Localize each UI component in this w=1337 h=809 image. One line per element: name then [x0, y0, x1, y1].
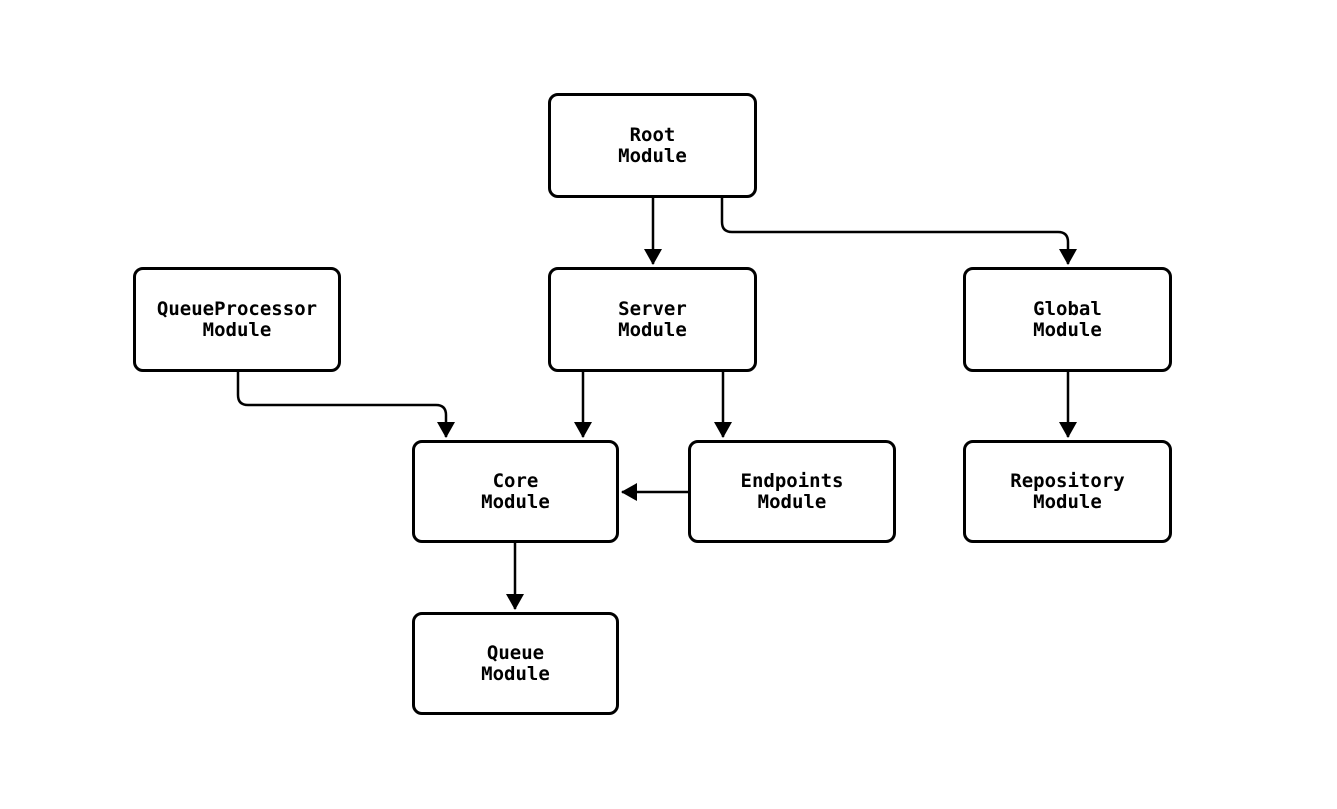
edge-queueprocessor-to-core — [236, 372, 455, 438]
node-endpoints-module-label: Endpoints Module — [740, 469, 844, 513]
node-queue-module: Queue Module — [412, 612, 619, 715]
node-global-module-label: Global Module — [1033, 297, 1102, 341]
node-server-module-label: Server Module — [618, 297, 687, 341]
node-queue-module-label: Queue Module — [481, 641, 550, 685]
node-queueprocessor-module: QueueProcessor Module — [133, 267, 341, 372]
node-root-module: Root Module — [548, 93, 757, 198]
node-server-module: Server Module — [548, 267, 757, 372]
edge-root-to-global — [720, 198, 1077, 265]
node-endpoints-module: Endpoints Module — [688, 440, 896, 543]
node-global-module: Global Module — [963, 267, 1172, 372]
node-repository-module-label: Repository Module — [1010, 469, 1125, 513]
node-queueprocessor-module-label: QueueProcessor Module — [156, 297, 318, 341]
node-repository-module: Repository Module — [963, 440, 1172, 543]
node-core-module: Core Module — [412, 440, 619, 543]
node-core-module-label: Core Module — [481, 469, 550, 513]
node-root-module-label: Root Module — [618, 123, 687, 167]
